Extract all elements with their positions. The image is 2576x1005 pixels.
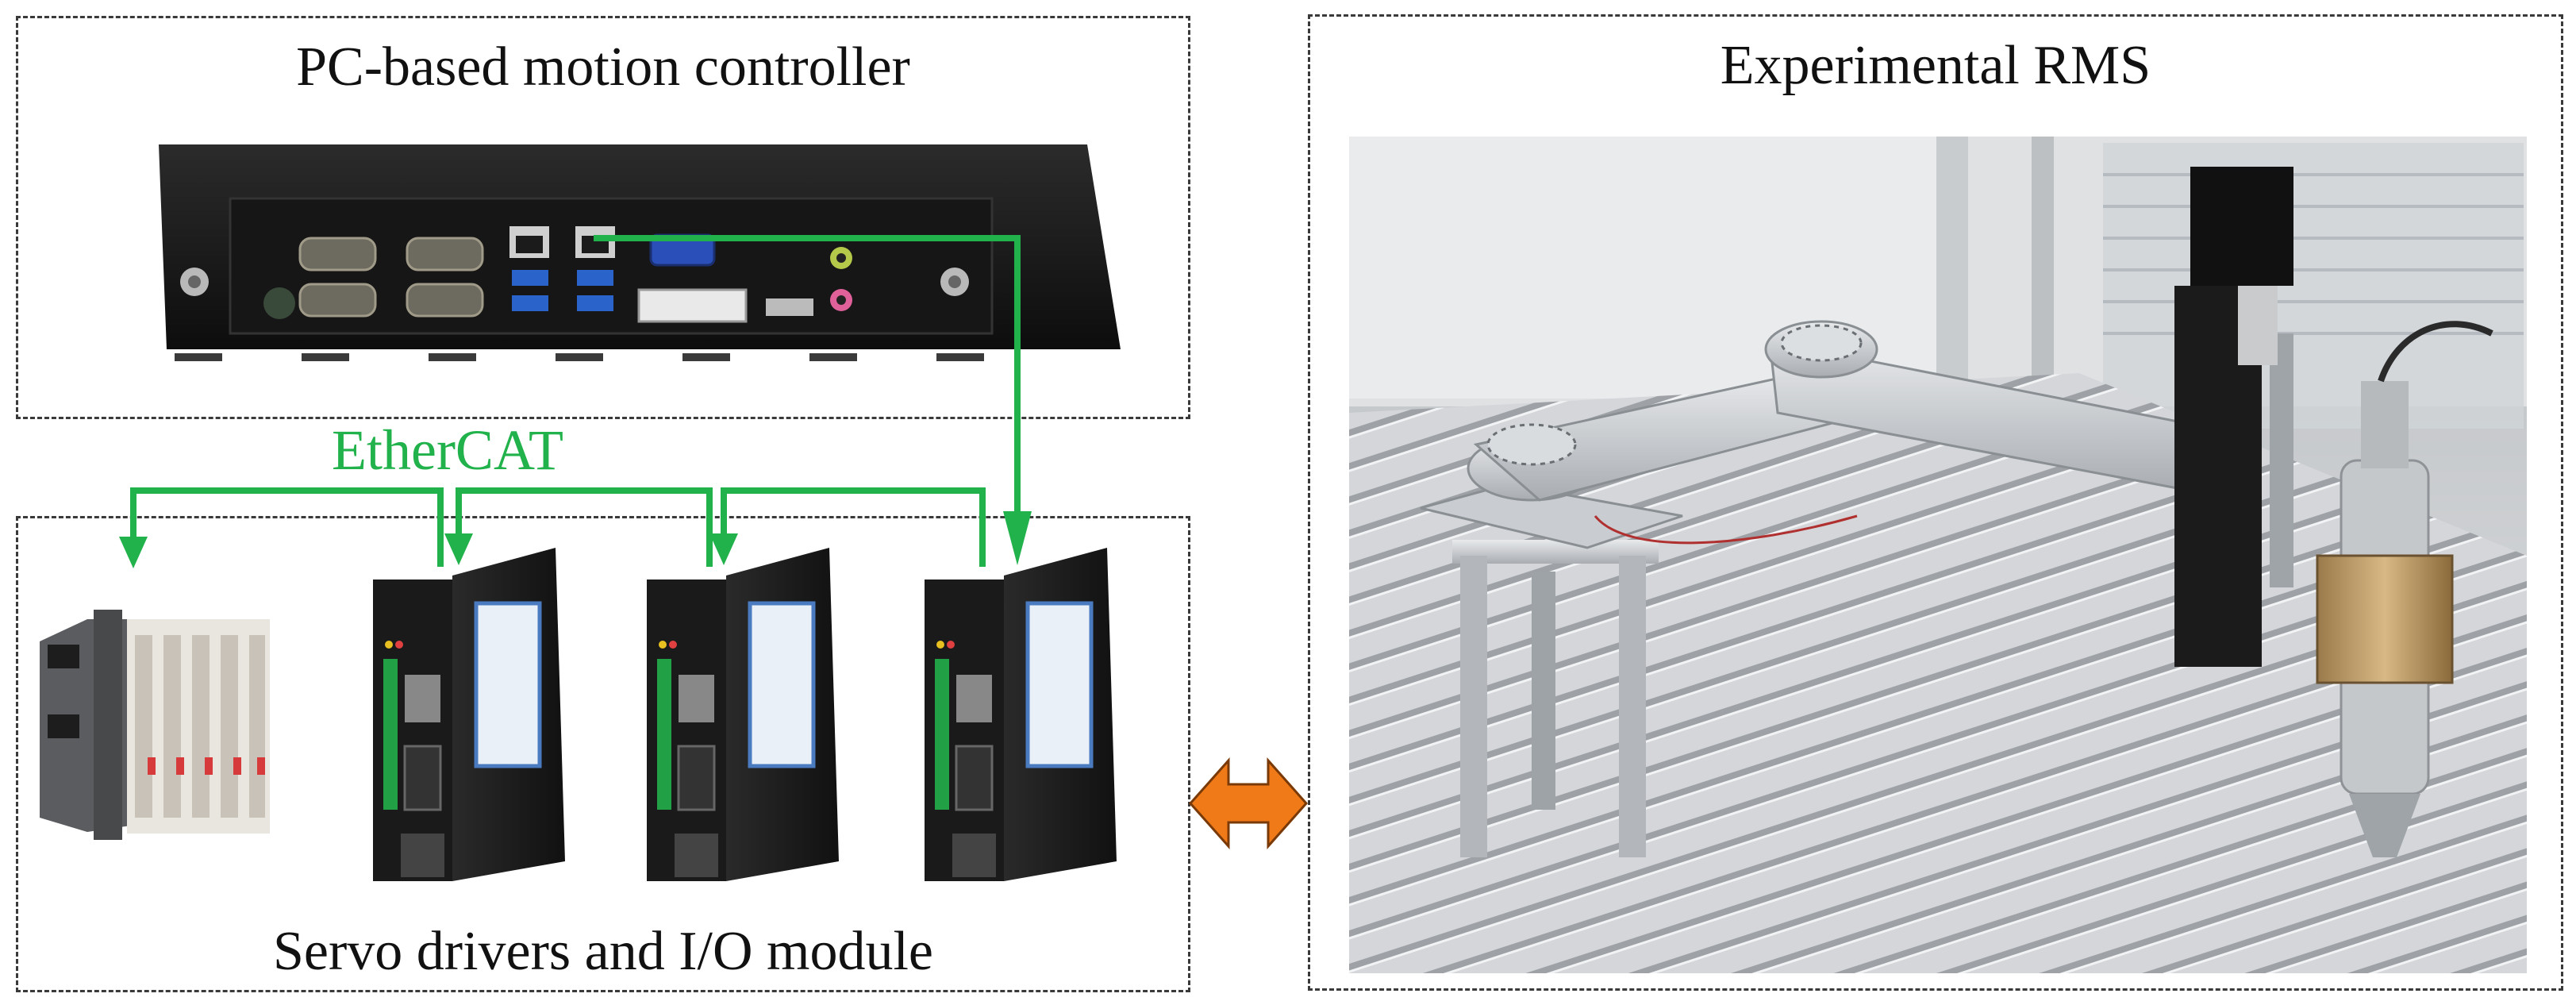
- rms-title: Experimental RMS: [1720, 35, 2151, 96]
- controller-panel: PC-based motion controller: [16, 16, 1190, 419]
- servo-driver-icon: [647, 548, 839, 881]
- scara-robot-photo: [1349, 137, 2527, 973]
- io-module-icon: [40, 610, 270, 840]
- servo-panel: Servo drivers and I/O module: [16, 516, 1190, 992]
- ethercat-wiring: [130, 235, 1021, 567]
- controller-title: PC-based motion controller: [296, 37, 910, 98]
- ethercat-label: EtherCAT: [332, 418, 563, 482]
- rms-panel: Experimental RMS: [1308, 14, 2563, 991]
- servo-title: Servo drivers and I/O module: [272, 921, 934, 982]
- ethercat-arrowheads: [119, 511, 1032, 568]
- servo-driver-icon: [925, 548, 1117, 881]
- bidirectional-arrow-icon: [1188, 757, 1309, 849]
- servo-driver-icon: [373, 548, 565, 881]
- pc-controller-icon: [159, 144, 1121, 361]
